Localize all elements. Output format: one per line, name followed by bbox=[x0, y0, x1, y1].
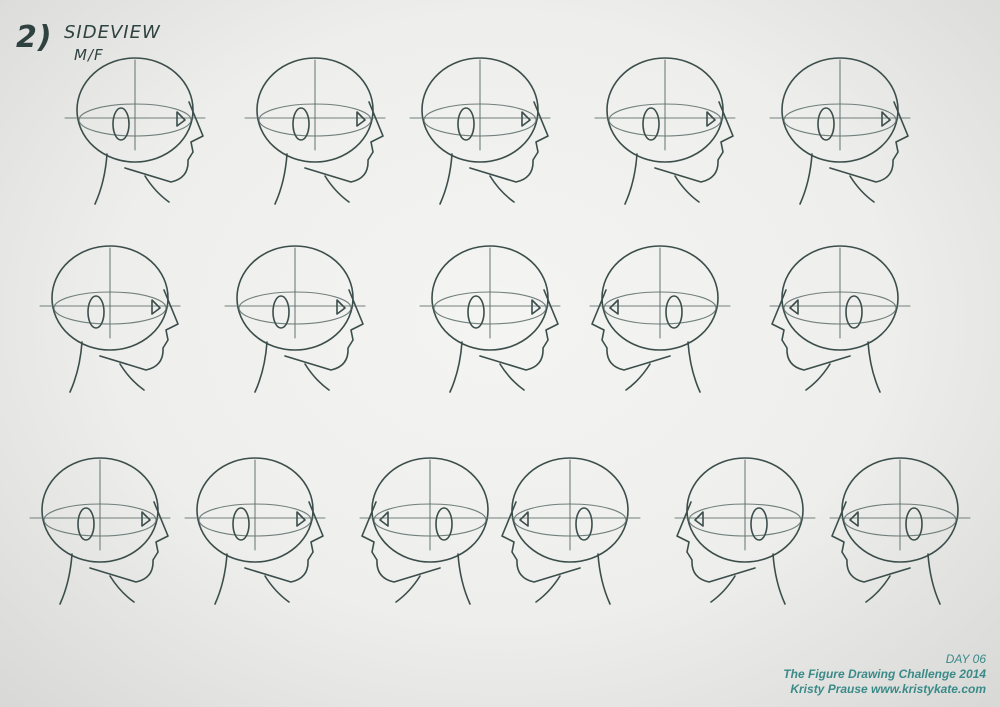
head-sketch-r3-6 bbox=[829, 457, 971, 605]
sheet-subtitle: M/F bbox=[74, 46, 104, 64]
sheet-number: 2) bbox=[16, 20, 53, 55]
head-sketch-r3-1 bbox=[29, 457, 171, 605]
credits-block: DAY 06 The Figure Drawing Challenge 2014… bbox=[783, 652, 986, 697]
head-sketch-r2-4 bbox=[589, 245, 731, 393]
head-sketch-r3-2 bbox=[184, 457, 326, 605]
head-sketch-r1-3 bbox=[409, 57, 551, 205]
head-sketch-r3-3 bbox=[359, 457, 501, 605]
head-sketch-r3-5 bbox=[674, 457, 816, 605]
head-sketch-r1-5 bbox=[769, 57, 911, 205]
head-sketch-r1-1 bbox=[64, 57, 206, 205]
head-sketch-r3-4 bbox=[499, 457, 641, 605]
head-sketch-r2-1 bbox=[39, 245, 181, 393]
credit-author: Kristy Prause www.kristykate.com bbox=[790, 682, 986, 696]
head-sketch-r1-2 bbox=[244, 57, 386, 205]
sheet-title: SIDEVIEW bbox=[64, 22, 161, 43]
head-sketch-r2-2 bbox=[224, 245, 366, 393]
credit-day: DAY 06 bbox=[945, 652, 986, 666]
head-sketch-r2-5 bbox=[769, 245, 911, 393]
head-sketch-r1-4 bbox=[594, 57, 736, 205]
head-sketch-r2-3 bbox=[419, 245, 561, 393]
credit-challenge: The Figure Drawing Challenge 2014 bbox=[783, 667, 986, 681]
